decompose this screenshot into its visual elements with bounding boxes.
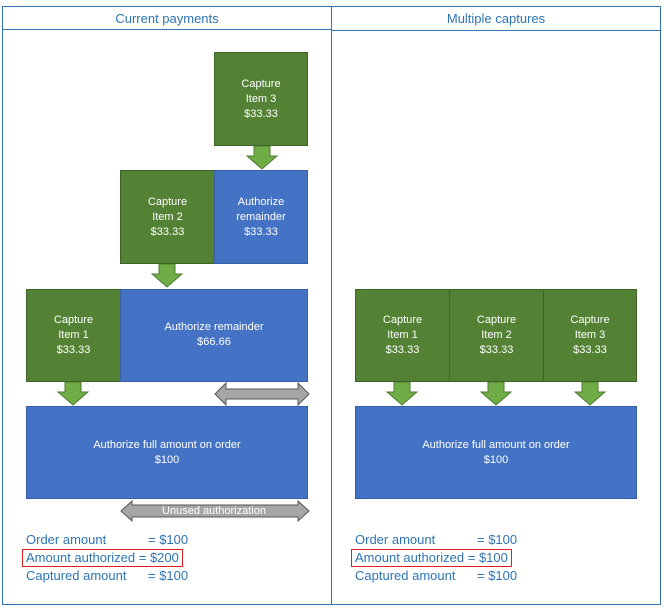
left-capture-item-2: Capture Item 2 $33.33 — [120, 170, 215, 264]
box-line: Item 2 — [481, 329, 512, 341]
order-amount-row: Order amount = $100 — [351, 531, 651, 549]
right-panel-title-text: Multiple captures — [446, 11, 546, 26]
amount-authorized-row: Amount authorized = $100 — [351, 549, 651, 567]
unused-authorization-arrow — [120, 500, 310, 522]
box-line: $33.33 — [244, 225, 278, 238]
right-authorize-full: Authorize full amount on order $100 — [355, 406, 637, 499]
box-line: Item 3 — [245, 92, 277, 105]
order-amount-value: = $100 — [148, 532, 189, 547]
captured-amount-value: = $100 — [148, 568, 189, 583]
box-line: Capture — [382, 314, 423, 326]
box-line: $33.33 — [385, 344, 420, 356]
arrow-down-icon — [480, 382, 512, 406]
order-amount-label: Order amount — [26, 532, 107, 547]
left-panel-title-text: Current payments — [115, 10, 219, 26]
left-authorize-remainder-large: Authorize remainder $66.66 — [120, 289, 308, 382]
left-capture-item-3: Capture Item 3 $33.33 — [214, 52, 308, 146]
box-line: Item 1 — [387, 329, 418, 341]
order-amount-row: Order amount = $100 — [22, 531, 322, 549]
box-line: Item 2 — [152, 210, 183, 223]
captured-amount-row: Captured amount = $100 — [22, 567, 322, 585]
box-line: $33.33 — [56, 344, 91, 356]
box-line: $33.33 — [244, 107, 278, 120]
captured-amount-row: Captured amount = $100 — [351, 567, 651, 585]
box-line: $100 — [483, 453, 509, 466]
box-line: Capture — [147, 195, 188, 208]
right-capture-item-2: Capture Item 2 $33.33 — [449, 289, 544, 382]
arrow-down-icon — [151, 264, 183, 288]
box-line: $33.33 — [573, 344, 607, 356]
arrow-down-icon — [386, 382, 418, 406]
amount-authorized-highlight: Amount authorized = $100 — [351, 549, 512, 567]
arrow-down-icon — [57, 382, 89, 406]
arrow-down-icon — [246, 146, 278, 170]
box-line: Authorize — [237, 195, 285, 208]
box-line: $100 — [154, 453, 180, 466]
captured-amount-label: Captured amount — [26, 568, 127, 583]
box-line: Authorize remainder — [164, 321, 264, 333]
unused-authorization-label: Unused authorization — [162, 505, 266, 517]
right-panel-title: Multiple captures — [331, 6, 661, 31]
box-line: Item 1 — [58, 329, 89, 341]
right-capture-item-1: Capture Item 1 $33.33 — [355, 289, 450, 382]
box-line: Capture — [476, 314, 517, 326]
left-authorize-full: Authorize full amount on order $100 — [26, 406, 308, 499]
double-arrow-icon — [214, 382, 310, 406]
arrow-down-icon — [574, 382, 606, 406]
box-line: $33.33 — [150, 225, 185, 238]
box-line: Capture — [53, 314, 94, 326]
left-capture-item-1: Capture Item 1 $33.33 — [26, 289, 121, 382]
captured-amount-value: = $100 — [477, 568, 518, 583]
box-line: Capture — [241, 77, 281, 90]
amount-authorized-row: Amount authorized = $200 — [22, 549, 322, 567]
right-capture-item-3: Capture Item 3 $33.33 — [543, 289, 637, 382]
amount-authorized-highlight: Amount authorized = $200 — [22, 549, 183, 567]
box-line: Item 3 — [574, 329, 606, 341]
right-stats: Order amount = $100 Amount authorized = … — [351, 531, 651, 585]
box-line: $33.33 — [479, 344, 514, 356]
order-amount-label: Order amount — [355, 532, 436, 547]
box-line: remainder — [236, 210, 286, 223]
box-line: Authorize full amount on order — [93, 438, 241, 451]
left-stats: Order amount = $100 Amount authorized = … — [22, 531, 322, 585]
left-authorize-remainder-small: Authorize remainder $33.33 — [214, 170, 308, 264]
box-line: Capture — [570, 314, 610, 326]
captured-amount-label: Captured amount — [355, 568, 456, 583]
box-line: $66.66 — [197, 336, 231, 348]
panel-divider — [331, 6, 332, 605]
box-line: Authorize full amount on order — [422, 438, 570, 451]
order-amount-value: = $100 — [477, 532, 518, 547]
left-panel-title: Current payments — [2, 6, 332, 30]
